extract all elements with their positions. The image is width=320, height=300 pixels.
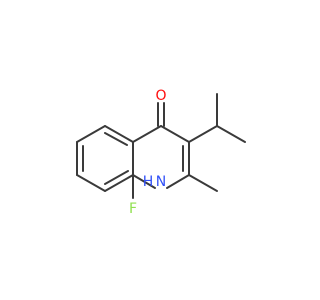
molecule-drawing: O H N F <box>76 88 246 217</box>
oxygen-label: O <box>155 88 166 104</box>
fluorine-label: F <box>129 201 137 217</box>
bond-c2-n1 <box>166 174 190 189</box>
bond-c3-ch <box>188 125 218 143</box>
bond-c8a-c4a <box>104 125 134 143</box>
nitrogen-h-label: H <box>143 174 154 190</box>
nitrogen-label: N <box>156 174 166 190</box>
bond-c7-c8-inner <box>104 170 129 185</box>
bond-c4a-c4 <box>132 125 162 143</box>
bond-n1-c8a <box>132 174 156 189</box>
bond-c7-c8 <box>104 174 134 192</box>
bond-c6-c7 <box>76 174 106 192</box>
bond-c8a-c4a-inner <box>104 132 128 146</box>
structure-canvas: O H N F <box>76 88 246 217</box>
bond-c2-ch3 <box>188 174 218 192</box>
bond-c4a-c5 <box>76 125 106 143</box>
bond-c4-c3 <box>160 125 190 143</box>
bond-ch-ch3b <box>216 125 246 143</box>
